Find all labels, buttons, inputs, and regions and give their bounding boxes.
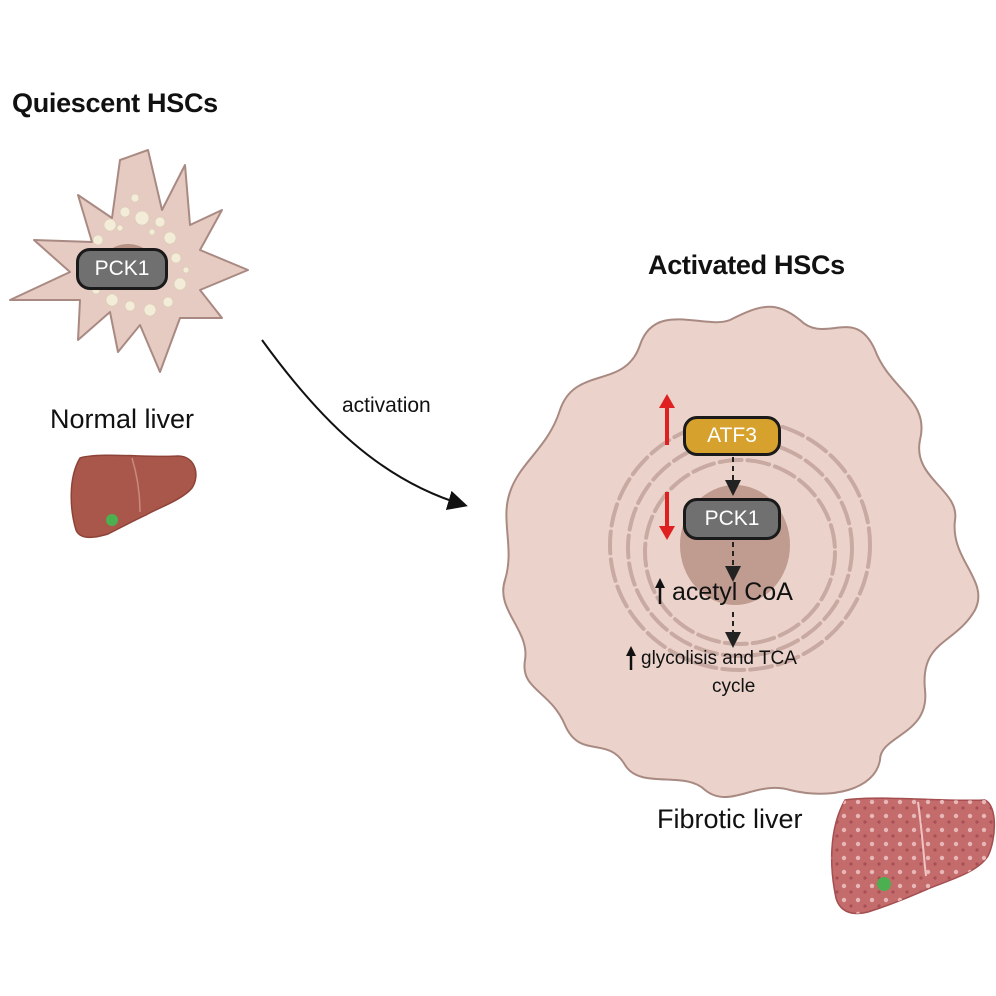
activated-pck1-box: PCK1 <box>683 498 781 540</box>
normal-liver-label: Normal liver <box>50 404 195 434</box>
activated-hsc-cell <box>502 305 980 799</box>
glycolysis-up-arrow <box>626 646 636 670</box>
acetylcoa-up-arrow <box>655 578 665 604</box>
fibrotic-liver-icon <box>830 797 996 915</box>
activation-label: activation <box>342 394 431 417</box>
gallbladder-icon <box>106 514 118 526</box>
fibrotic-liver-label: Fibrotic liver <box>657 804 803 834</box>
pck1-down-arrow <box>659 492 675 540</box>
fibrotic-gallbladder-icon <box>877 877 891 891</box>
normal-liver-icon <box>70 454 197 538</box>
quiescent-pck1-box: PCK1 <box>76 248 168 290</box>
atf3-box: ATF3 <box>683 416 781 456</box>
activated-title: Activated HSCs <box>648 250 845 280</box>
activation-arrow <box>261 339 468 511</box>
glycolysis-label-line1: glycolisis and TCA <box>641 648 797 669</box>
glycolysis-label-line2: cycle <box>712 676 756 697</box>
acetyl-coa-label: acetyl CoA <box>672 578 793 606</box>
quiescent-title: Quiescent HSCs <box>12 88 218 118</box>
atf3-up-arrow <box>659 394 675 445</box>
lipid-droplets <box>85 193 190 317</box>
